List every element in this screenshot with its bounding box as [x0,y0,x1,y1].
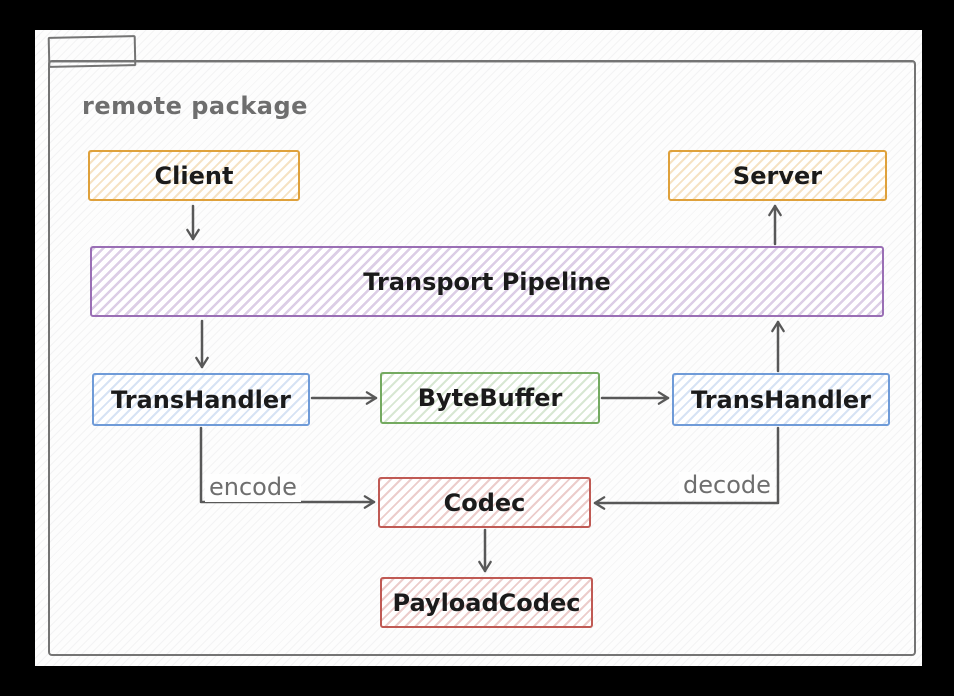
node-server: Server [668,150,887,201]
node-transhandler-left: TransHandler [92,373,310,426]
node-client: Client [88,150,300,201]
package-label: remote package [82,92,308,120]
package-container [48,60,916,656]
node-transhandler-right: TransHandler [672,373,890,426]
edge-label-encode: encode [205,474,301,502]
diagram-canvas: remote package Client Server Transport [35,30,922,666]
node-bytebuffer: ByteBuffer [380,372,600,424]
edge-label-decode: decode [679,472,775,500]
node-codec: Codec [378,477,591,528]
node-payloadcodec: PayloadCodec [380,577,593,628]
node-transport-pipeline: Transport Pipeline [90,246,884,317]
